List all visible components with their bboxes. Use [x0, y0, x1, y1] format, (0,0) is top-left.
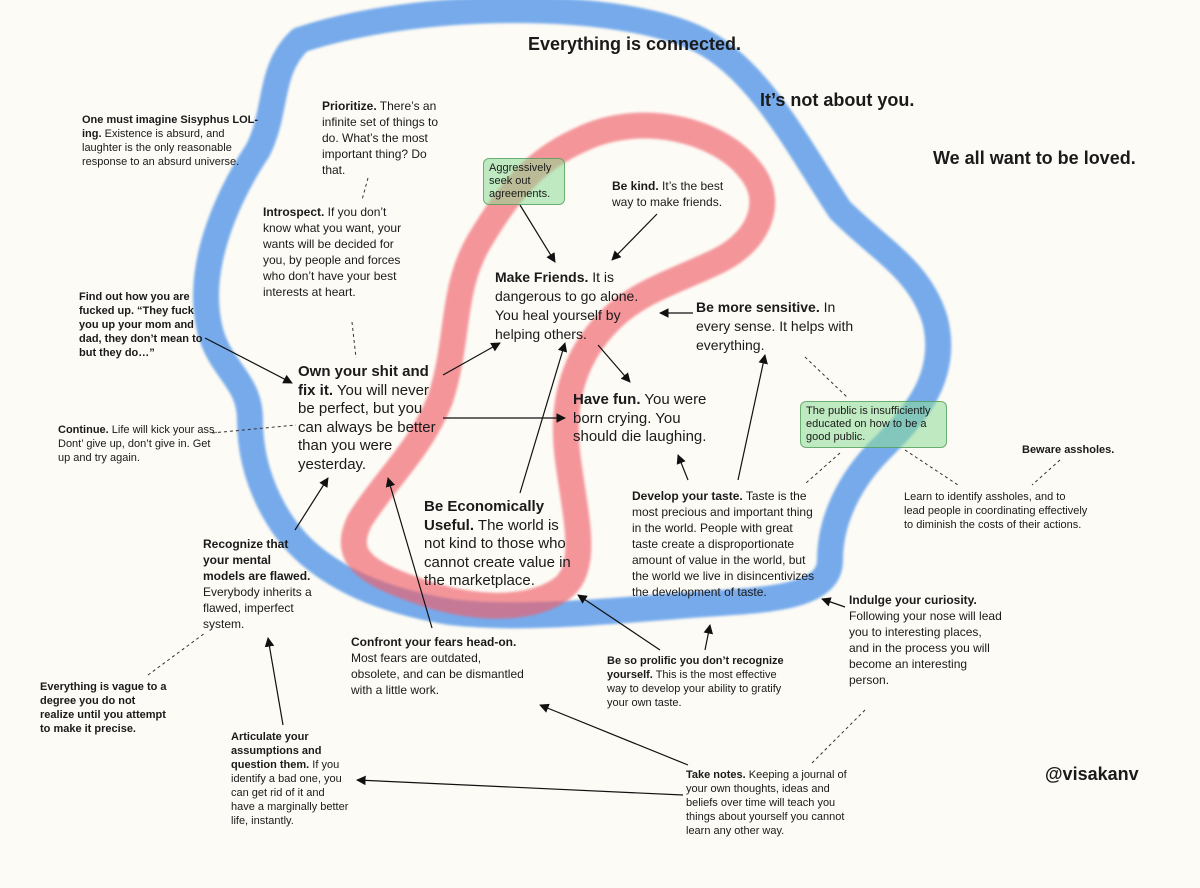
- arrow-aggressively-to-make-friends: [519, 204, 556, 263]
- note-own-your-shit: Own your shit and fix it. You will never…: [298, 363, 436, 473]
- note-introspect: Introspect. If you don’t know what you w…: [263, 205, 402, 299]
- note-have-fun: Have fun. You were born crying. You shou…: [573, 391, 707, 445]
- note-be-more-sensitive: Be more sensitive. In every sense. It he…: [696, 299, 854, 353]
- headline-not-about-you: It’s not about you.: [760, 90, 915, 110]
- arrow-find-out-to-own-shit: [204, 337, 293, 384]
- arrow-own-shit-to-make-friends: [442, 342, 501, 376]
- headline-everything-connected: Everything is connected.: [528, 34, 742, 54]
- dotted-public-to-assholes: [904, 449, 959, 486]
- note-be-economically-useful: Be Economically Useful. The world is not…: [424, 498, 571, 589]
- dotted-sensitive-to-public: [804, 356, 849, 399]
- note-be-so-prolific: Be so prolific you don’t recognize yours…: [607, 655, 784, 709]
- dotted-vague-to-mental-models: [147, 632, 206, 676]
- dotted-beware-to-learn: [1031, 459, 1061, 486]
- note-take-notes: Take notes. Keeping a journal of your ow…: [686, 769, 847, 837]
- arrow-fears-to-own-shit: [385, 477, 433, 629]
- blue-loop: [193, 0, 952, 629]
- note-articulate-assumptions: Articulate your assumptions and question…: [231, 731, 349, 827]
- note-develop-your-taste: Develop your taste. Taste is the most pr…: [632, 489, 815, 599]
- note-indulge-curiosity: Indulge your curiosity. Following your n…: [849, 593, 1002, 687]
- arrow-economically-to-make-friends: [519, 342, 568, 494]
- arrow-notes-to-assumptions: [356, 775, 684, 796]
- note-find-out-fucked-up: Find out how you are fucked up. “They fu…: [79, 291, 203, 359]
- arrow-make-friends-to-have-fun: [597, 344, 631, 383]
- red-loop: [341, 112, 776, 619]
- note-mental-models-flawed: Recognize that your mental models are fl…: [203, 537, 312, 631]
- arrow-prolific-to-taste: [703, 624, 714, 651]
- note-continue: Continue. Life will kick your ass. Dont’…: [58, 424, 218, 464]
- arrow-curiosity-to-taste: [821, 597, 846, 608]
- note-beware-assholes: Beware assholes.: [1022, 444, 1115, 456]
- dotted-continue-to-own-shit: [211, 424, 297, 434]
- dotted-notes-to-curiosity: [811, 709, 866, 764]
- note-everything-vague: Everything is vague to a degree you do n…: [40, 681, 167, 735]
- dotted-introspect-to-own-shit: [351, 321, 357, 359]
- arrow-mental-models-to-own-shit: [294, 477, 329, 531]
- note-sisyphus: One must imagine Sisyphus LOL-ing. Exist…: [82, 114, 259, 168]
- dotted-public-to-taste: [805, 452, 841, 484]
- note-aggressively-seek-agreements: Aggressively seek out agreements.: [483, 158, 565, 205]
- arrow-be-kind-to-make-friends: [611, 213, 658, 261]
- note-prioritize: Prioritize. There’s an infinite set of t…: [322, 99, 439, 177]
- arrow-assumptions-to-mental-models: [264, 637, 284, 726]
- note-public-insufficiently-educated: The public is insufficiently educated on…: [800, 401, 947, 448]
- headline-want-to-be-loved: We all want to be loved.: [933, 148, 1136, 168]
- arrow-prolific-to-economically: [577, 594, 661, 651]
- note-be-kind: Be kind. It’s the best way to make frien…: [612, 179, 724, 209]
- dotted-prioritize-to-introspect: [361, 177, 369, 201]
- arrow-taste-to-sensitive: [737, 354, 768, 481]
- arrow-taste-to-have-fun: [676, 454, 689, 481]
- arrow-notes-to-fears: [539, 703, 689, 766]
- note-make-friends: Make Friends. It is dangerous to go alon…: [495, 269, 639, 342]
- author-handle: @visakanv: [1045, 764, 1139, 784]
- note-learn-identify-assholes: Learn to identify assholes, and to lead …: [904, 491, 1088, 531]
- note-confront-fears: Confront your fears head-on. Most fears …: [351, 635, 524, 697]
